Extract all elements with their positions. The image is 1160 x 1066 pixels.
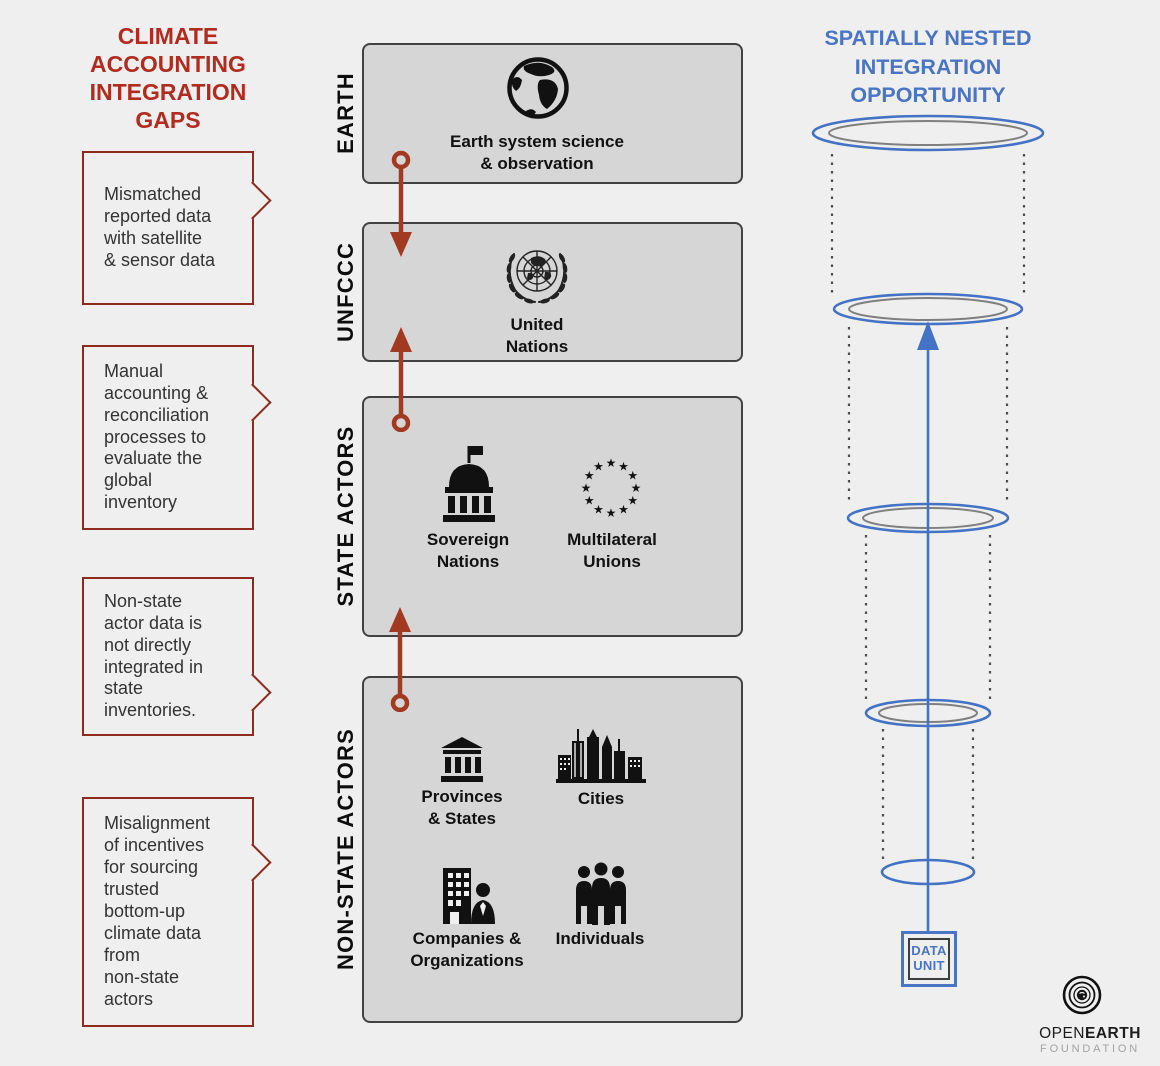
svg-text:★: ★ [618, 459, 629, 473]
svg-text:★: ★ [584, 469, 595, 483]
level-label-earth: EARTH [333, 72, 358, 154]
level-label-non-state-actors: NON-STATE ACTORS [333, 727, 358, 971]
svg-text:★: ★ [606, 456, 617, 470]
brand-earth: EARTH [1085, 1025, 1141, 1042]
svg-text:★: ★ [631, 481, 642, 495]
callout-pointer-icon [233, 843, 272, 882]
callout-pointer-icon [233, 181, 272, 220]
gap-callout-text: Manual accounting & reconciliation proce… [104, 360, 210, 513]
flow-arrow-state-to-unfccc-icon [390, 327, 412, 432]
svg-text:★: ★ [593, 503, 604, 517]
data-unit-label: DATA UNIT [908, 938, 950, 980]
integration-arrow-head-icon [917, 321, 939, 350]
gap-callout-2: Manual accounting & reconciliation proce… [82, 345, 272, 530]
people-group-icon [576, 862, 626, 925]
gap-callout-4: Misalignment of incentives for sourcing … [82, 797, 272, 1027]
brand-foundation: FOUNDATION [1040, 1043, 1140, 1055]
level-box-non-state-actors [362, 676, 743, 1023]
gap-callout-3: Non-state actor data is not directly int… [82, 577, 272, 736]
svg-text:★: ★ [627, 494, 638, 508]
stars-circle-icon: ★★★ ★★★ ★★★ ★★★ [581, 456, 642, 520]
gap-callout-1: Mismatched reported data with satellite … [82, 151, 272, 305]
globe-icon [507, 57, 569, 119]
classical-building-icon [441, 737, 483, 782]
gaps-title: CLIMATE ACCOUNTING INTEGRATION GAPS [89, 23, 247, 134]
city-skyline-icon [556, 729, 646, 783]
brand-name: OPENEARTH [1022, 1025, 1158, 1043]
svg-text:★: ★ [618, 503, 629, 517]
callout-pointer-icon [233, 673, 272, 712]
level-label-unfccc: UNFCCC [333, 241, 358, 343]
nest-ellipse-1 [811, 114, 1045, 152]
callout-pointer-icon [233, 383, 272, 422]
level-label-state-actors: STATE ACTORS [333, 425, 358, 607]
level-box-unfccc [362, 222, 743, 362]
level-caption: Companies & Organizations [410, 929, 524, 971]
level-caption: Provinces & States [421, 787, 503, 829]
flow-arrow-nonstate-to-state-icon [389, 607, 411, 712]
svg-text:★: ★ [627, 469, 638, 483]
level-box-state-actors [362, 396, 743, 637]
level-caption: Multilateral Unions [567, 530, 657, 572]
gap-callout-text: Non-state actor data is not directly int… [104, 590, 204, 721]
svg-text:★: ★ [584, 494, 595, 508]
united-nations-icon [506, 250, 568, 304]
capitol-building-icon [443, 446, 495, 522]
level-caption: Individuals [555, 929, 645, 948]
openearth-logo-icon [1062, 975, 1102, 1015]
data-unit-box: DATA UNIT [901, 931, 957, 987]
svg-text:★: ★ [593, 459, 604, 473]
gap-callout-text: Mismatched reported data with satellite … [104, 184, 216, 270]
svg-text:★: ★ [581, 481, 592, 495]
level-caption: Earth system science & observation [450, 132, 624, 174]
level-caption: Sovereign Nations [426, 530, 510, 572]
nested-funnel-diagram [811, 114, 1045, 933]
brand-open: OPEN [1039, 1025, 1086, 1042]
flow-arrow-earth-to-unfccc-icon [390, 150, 412, 257]
level-caption: United Nations [505, 315, 569, 357]
company-person-icon [443, 868, 495, 924]
level-caption: Cities [577, 789, 625, 808]
opportunity-title: SPATIALLY NESTED INTEGRATION OPPORTUNITY [824, 26, 1032, 108]
gap-callout-text: Misalignment of incentives for sourcing … [104, 813, 211, 1009]
svg-text:★: ★ [606, 506, 617, 520]
